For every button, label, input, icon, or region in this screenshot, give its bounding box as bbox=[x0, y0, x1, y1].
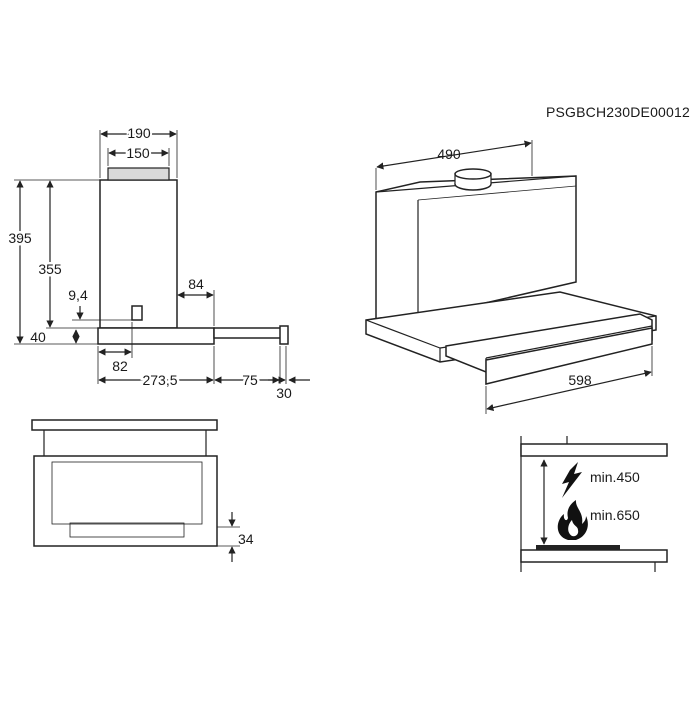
dim-chimney-width: 190 bbox=[127, 125, 151, 141]
side-front-box bbox=[131, 305, 143, 321]
dim-base-height: 40 bbox=[30, 329, 46, 345]
dim-top-width: 490 bbox=[437, 146, 461, 162]
side-handle bbox=[279, 325, 289, 345]
dim-lower-height: 34 bbox=[238, 531, 254, 547]
front-inner-panel bbox=[51, 461, 203, 525]
perspective-view: 490 598 bbox=[365, 140, 657, 414]
lightning-icon bbox=[562, 462, 582, 498]
dim-line-490 bbox=[376, 140, 532, 170]
dim-chimney-inner-width: 150 bbox=[126, 145, 150, 161]
hood-outlet bbox=[454, 168, 492, 180]
dim-line-598 bbox=[486, 369, 652, 412]
front-top-plate bbox=[31, 419, 218, 431]
dim-body-depth: 273,5 bbox=[142, 372, 177, 388]
dim-front-offset: 82 bbox=[112, 358, 128, 374]
install-hob bbox=[520, 549, 668, 563]
front-body bbox=[33, 455, 218, 547]
install-cooktop bbox=[536, 545, 620, 550]
side-view: 190 150 395 355 9,4 40 84 82 bbox=[6, 123, 310, 401]
side-base bbox=[97, 327, 215, 345]
dim-total-height: 395 bbox=[8, 230, 32, 246]
hood-base bbox=[365, 291, 657, 363]
side-chimney-outlet bbox=[107, 167, 170, 181]
side-visor-rail bbox=[213, 327, 287, 339]
front-filter bbox=[69, 522, 185, 538]
dim-lip-height: 9,4 bbox=[68, 287, 88, 303]
product-code: PSGBCH230DE00012 bbox=[546, 104, 690, 120]
label-min-gas: min.650 bbox=[590, 507, 640, 523]
dim-chimney-height: 355 bbox=[38, 261, 62, 277]
dim-visor-extension: 75 bbox=[242, 372, 258, 388]
installation-view: min.450 min.650 bbox=[520, 436, 668, 572]
dim-front-width: 598 bbox=[568, 372, 592, 388]
front-view: 34 bbox=[31, 419, 254, 562]
dim-handle-depth: 30 bbox=[276, 385, 292, 401]
dim-visor-depth: 84 bbox=[188, 276, 204, 292]
flame-icon bbox=[557, 500, 588, 540]
label-min-electric: min.450 bbox=[590, 469, 640, 485]
install-hood bbox=[520, 443, 668, 457]
side-chimney bbox=[99, 179, 178, 329]
